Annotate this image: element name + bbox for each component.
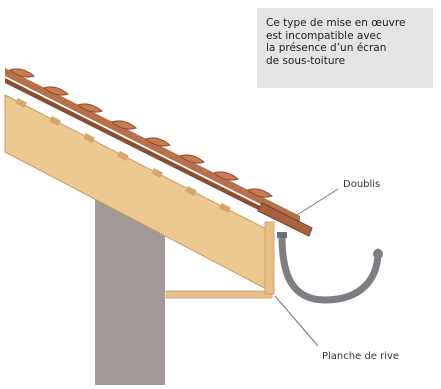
doublis-leader (285, 188, 339, 223)
note-line-3: la présence d’un écran (266, 42, 387, 54)
gutter-hook (277, 232, 287, 238)
planche-de-rive-leader (274, 295, 319, 347)
incompatibility-note: Ce type de mise en œuvre est incompatibl… (257, 8, 433, 88)
doublis-tile (257, 202, 313, 237)
soffit-brace (165, 290, 273, 299)
note-line-2: est incompatible avec (266, 29, 382, 42)
gutter (278, 232, 382, 304)
note-line-1: Ce type de mise en œuvre (266, 17, 406, 29)
doublis-label: Doublis (343, 179, 380, 190)
note-line-4: de sous-toiture (266, 54, 346, 67)
tile-rows (5, 68, 300, 231)
planche-de-rive-label: Planche de rive (322, 351, 399, 362)
fascia-board (264, 221, 275, 295)
battens (15, 98, 231, 213)
gutter-lip (373, 249, 383, 259)
